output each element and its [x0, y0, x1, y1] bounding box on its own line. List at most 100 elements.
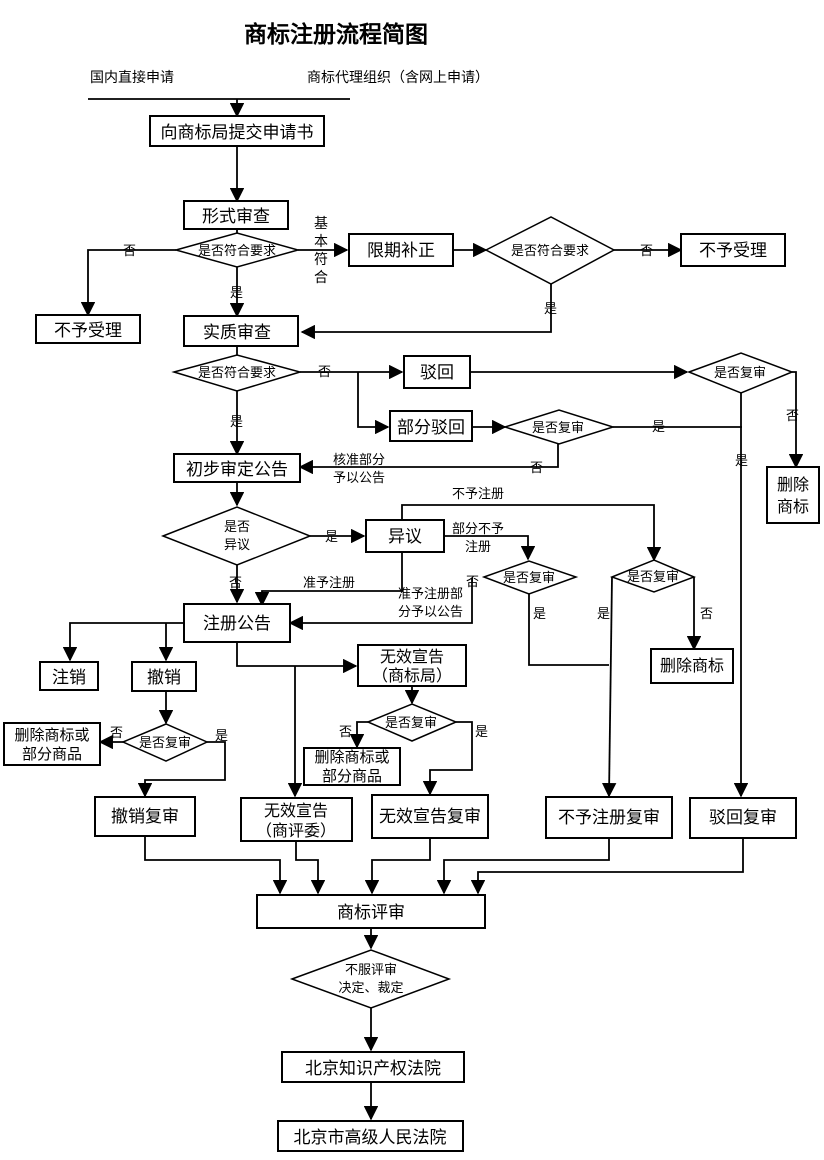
svg-text:撤销: 撤销 [147, 668, 181, 688]
node-invalid-review: 无效宣告复审 [371, 794, 489, 839]
node-rejection: 驳回 [403, 355, 471, 389]
node-delete-mark-right: 删除商标 [650, 648, 734, 684]
node-no-reg-review: 不予注册复审 [545, 796, 673, 839]
svg-text:是否复审: 是否复审 [627, 570, 679, 585]
svg-text:是: 是 [652, 420, 665, 435]
svg-text:否: 否 [229, 576, 242, 591]
node-reg-announce: 注册公告 [183, 603, 291, 643]
node-formal-review: 形式审查 [183, 200, 289, 230]
svg-text:准予注册部: 准予注册部 [398, 587, 463, 602]
node-reject-accept-left: 不予受理 [35, 314, 141, 344]
svg-text:否: 否 [318, 365, 331, 380]
svg-text:不予受理: 不予受理 [54, 321, 122, 341]
diamond-review-obj-right: 是否复审 [609, 559, 697, 593]
svg-text:向商标局提交申请书: 向商标局提交申请书 [161, 123, 314, 143]
svg-text:否: 否 [530, 461, 543, 476]
svg-text:异议: 异议 [224, 538, 250, 553]
svg-text:否: 否 [466, 575, 479, 590]
svg-text:部分商品: 部分商品 [22, 745, 82, 763]
svg-text:是否复审: 是否复审 [714, 366, 766, 381]
node-substantive-review: 实质审查 [183, 315, 299, 347]
node-rejection-review: 驳回复审 [689, 797, 797, 839]
node-objection: 异议 [365, 519, 445, 553]
svg-text:否: 否 [339, 725, 352, 740]
svg-text:否: 否 [110, 726, 123, 741]
node-invalid-declare-tmo: 无效宣告 （商标局） [357, 644, 467, 687]
diamond-substantive-check: 是否符合要求 [171, 354, 303, 392]
node-delete-mark-or-goods-left: 删除商标或 部分商品 [3, 722, 101, 766]
svg-text:删除商标: 删除商标 [660, 656, 724, 675]
node-trademark-review: 商标评审 [256, 894, 486, 929]
diamond-review-obj-mid: 是否复审 [481, 560, 579, 595]
node-cancel: 注销 [39, 661, 99, 691]
svg-text:是: 是 [230, 415, 243, 430]
svg-text:不予注册复审: 不予注册复审 [558, 808, 660, 828]
svg-text:不予注册: 不予注册 [452, 487, 504, 502]
edge-labels: 否 基 本 符 合 是 否 是 否 是 是 否 是 否 核准部分 予以公告 不予… [110, 215, 799, 744]
node-delete-mark-top: 删除 商标 [766, 466, 820, 524]
node-reject-accept-right: 不予受理 [680, 233, 786, 267]
svg-text:是: 是 [735, 454, 748, 469]
svg-text:是: 是 [533, 607, 546, 622]
svg-text:商标: 商标 [777, 497, 809, 516]
svg-text:无效宣告: 无效宣告 [264, 801, 328, 820]
node-revoke-review: 撤销复审 [94, 796, 196, 837]
svg-text:北京知识产权法院: 北京知识产权法院 [305, 1059, 441, 1079]
svg-text:是: 是 [230, 286, 243, 301]
svg-text:无效宣告: 无效宣告 [380, 647, 444, 666]
node-beijing-ip-court: 北京知识产权法院 [281, 1051, 465, 1083]
svg-text:（商评委）: （商评委） [256, 821, 336, 840]
svg-text:是否复审: 是否复审 [532, 421, 584, 436]
page-title: 商标注册流程简图 [244, 21, 428, 48]
svg-text:是否复审: 是否复审 [139, 736, 191, 751]
svg-text:注册: 注册 [465, 540, 491, 555]
svg-text:是: 是 [475, 725, 488, 740]
svg-text:是: 是 [325, 530, 338, 545]
svg-text:不予受理: 不予受理 [699, 241, 767, 261]
node-prelim-announce: 初步审定公告 [173, 453, 301, 483]
svg-text:决定、裁定: 决定、裁定 [338, 980, 403, 996]
svg-text:符: 符 [314, 252, 328, 268]
svg-text:部分驳回: 部分驳回 [397, 418, 465, 438]
svg-text:异议: 异议 [388, 527, 422, 547]
diamond-partial-review: 是否复审 [502, 409, 616, 445]
svg-text:予以公告: 予以公告 [333, 471, 385, 486]
svg-text:本: 本 [314, 234, 328, 250]
connectors [62, 98, 804, 1121]
diamond-invalid-review: 是否复审 [366, 703, 458, 742]
svg-text:驳回: 驳回 [420, 363, 454, 383]
svg-text:无效宣告复审: 无效宣告复审 [379, 807, 481, 827]
node-invalid-declare-board: 无效宣告 （商评委） [240, 797, 353, 842]
svg-text:注销: 注销 [52, 668, 86, 688]
label-no: 否 [123, 244, 136, 259]
svg-text:否: 否 [786, 409, 799, 424]
svg-text:否: 否 [640, 244, 653, 259]
svg-text:分予以公告: 分予以公告 [398, 605, 463, 620]
svg-text:注册公告: 注册公告 [203, 614, 271, 634]
node-deadline-fix: 限期补正 [348, 233, 454, 267]
node-revoke: 撤销 [131, 661, 197, 692]
svg-text:删除: 删除 [777, 475, 809, 494]
svg-text:（商标局）: （商标局） [372, 666, 452, 685]
svg-text:删除商标或: 删除商标或 [314, 748, 389, 766]
svg-text:是否符合要求: 是否符合要求 [511, 243, 589, 259]
svg-text:限期补正: 限期补正 [367, 241, 435, 261]
svg-text:部分商品: 部分商品 [322, 767, 382, 785]
svg-text:是: 是 [597, 607, 610, 622]
diamond-revoke-review: 是否复审 [121, 723, 209, 762]
node-beijing-high-court: 北京市高级人民法院 [277, 1120, 464, 1152]
svg-text:是: 是 [215, 729, 228, 744]
svg-text:驳回复审: 驳回复审 [709, 808, 777, 828]
node-delete-mark-or-goods-mid: 删除商标或 部分商品 [303, 747, 401, 786]
svg-text:是否复审: 是否复审 [503, 571, 555, 586]
svg-text:删除商标或: 删除商标或 [14, 726, 89, 744]
svg-text:撤销复审: 撤销复审 [111, 807, 179, 827]
source-agency: 商标代理组织（含网上申请） [307, 70, 489, 86]
svg-text:是否: 是否 [224, 520, 250, 535]
diamond-objection: 是否 异议 [160, 506, 313, 566]
node-partial-rejection: 部分驳回 [389, 410, 473, 442]
svg-text:否: 否 [700, 607, 713, 622]
source-direct: 国内直接申请 [90, 69, 174, 86]
svg-text:合: 合 [314, 270, 328, 286]
